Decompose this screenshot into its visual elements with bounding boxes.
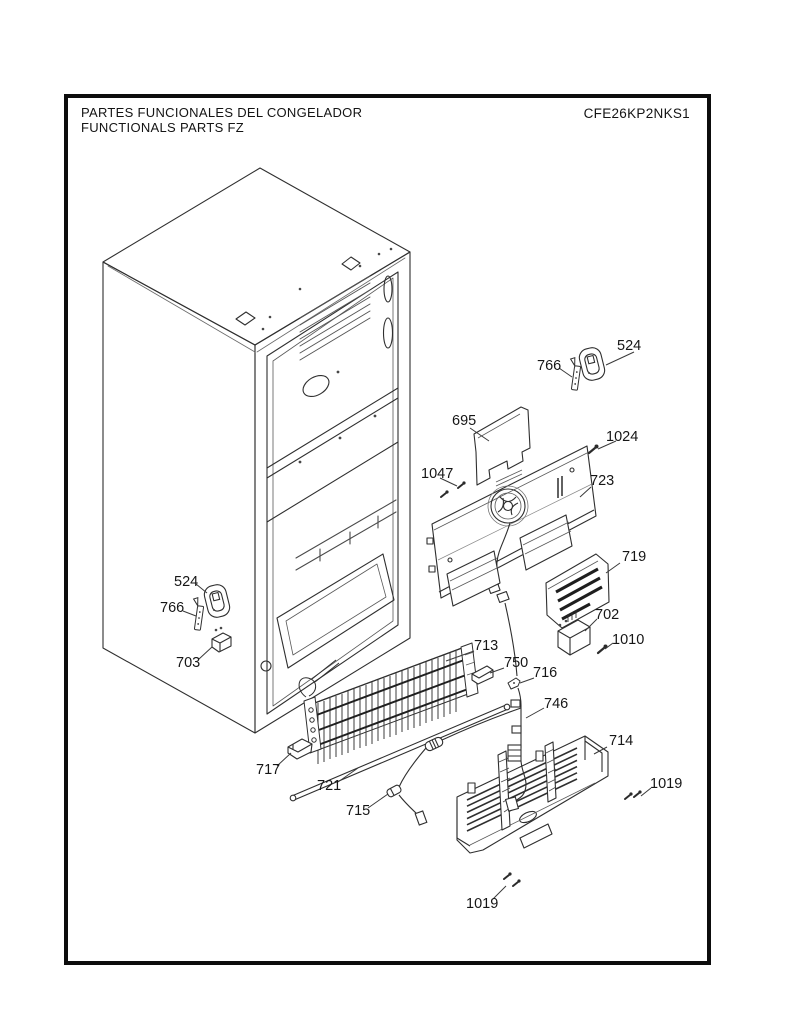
back-wall-oval-hole [302,374,330,398]
evaporator-fan [487,469,529,527]
leader-lines [182,351,652,900]
label-766-top-right: 766 [537,358,561,374]
page-border [64,94,711,965]
evaporator-end-plate-left [303,696,322,754]
thermostat-703 [211,626,232,653]
defrost-heater-721 [289,703,511,802]
label-702: 702 [595,607,619,623]
part-labels: 524 766 695 1024 1047 723 719 702 1010 7… [160,338,682,912]
title-line-1: PARTES FUNCIONALES DEL CONGELADOR [81,105,363,120]
duct-feet [446,514,573,607]
air-duct-702 [557,619,591,656]
evaporator-713 [298,642,479,764]
label-719: 719 [622,549,646,565]
screws [440,444,642,887]
suction-tube-loop [298,659,340,698]
screw-1019-right [633,790,642,798]
cabinet [102,167,411,734]
label-1019-bottom: 1019 [466,896,498,912]
title-line-2: FUNCTIONALS PARTS FZ [81,119,244,135]
freezer-rail [295,499,397,571]
screw-1019-right [624,792,633,800]
label-721: 721 [317,778,341,794]
clip-750 [471,665,494,685]
screw-1047 [457,481,466,489]
label-524-top-right: 524 [617,338,641,354]
label-723: 723 [590,473,614,489]
inline-connector [424,736,444,752]
label-1047: 1047 [421,466,453,482]
model-number: CFE26KP2NKS1 [583,106,690,121]
label-717: 717 [256,762,280,778]
freezer-floor-pan [260,553,395,672]
label-524-left: 524 [174,574,198,590]
wire-harness-746 [386,687,527,826]
label-1024: 1024 [606,429,638,445]
screw-1047 [440,490,449,498]
cover-panel-695 [473,406,531,486]
screw-1019-bottom [512,879,521,887]
label-750: 750 [504,655,528,671]
hinge-bracket-524-top [578,347,606,381]
clip-716 [507,677,521,690]
clip-717 [287,738,313,760]
screw-1024 [587,444,599,455]
label-766-left: 766 [160,600,184,616]
hinge-bracket-524-left [203,584,231,618]
divider [266,387,399,523]
shim-766-left [192,596,205,631]
label-703: 703 [176,655,200,671]
rear-cover-714 [456,735,609,854]
interior-ribs [299,275,371,361]
fan-shroud-719 [545,553,610,629]
label-1010: 1010 [612,632,644,648]
label-716: 716 [533,665,557,681]
label-1019-right: 1019 [650,776,682,792]
label-695: 695 [452,413,476,429]
screw-1019-bottom [503,872,512,880]
cover-hatch-strips [497,741,557,831]
side-wall-slot [382,317,394,349]
side-wall-slot [383,275,393,303]
label-746: 746 [544,696,568,712]
label-713: 713 [474,638,498,654]
evaporator-end-plate-right [460,642,479,698]
evaporator-cover-723 [426,445,597,677]
label-714: 714 [609,733,633,749]
label-715: 715 [346,803,370,819]
top-screw-holes [261,247,393,331]
top-cutouts [235,256,361,326]
shim-766-top [569,356,582,391]
